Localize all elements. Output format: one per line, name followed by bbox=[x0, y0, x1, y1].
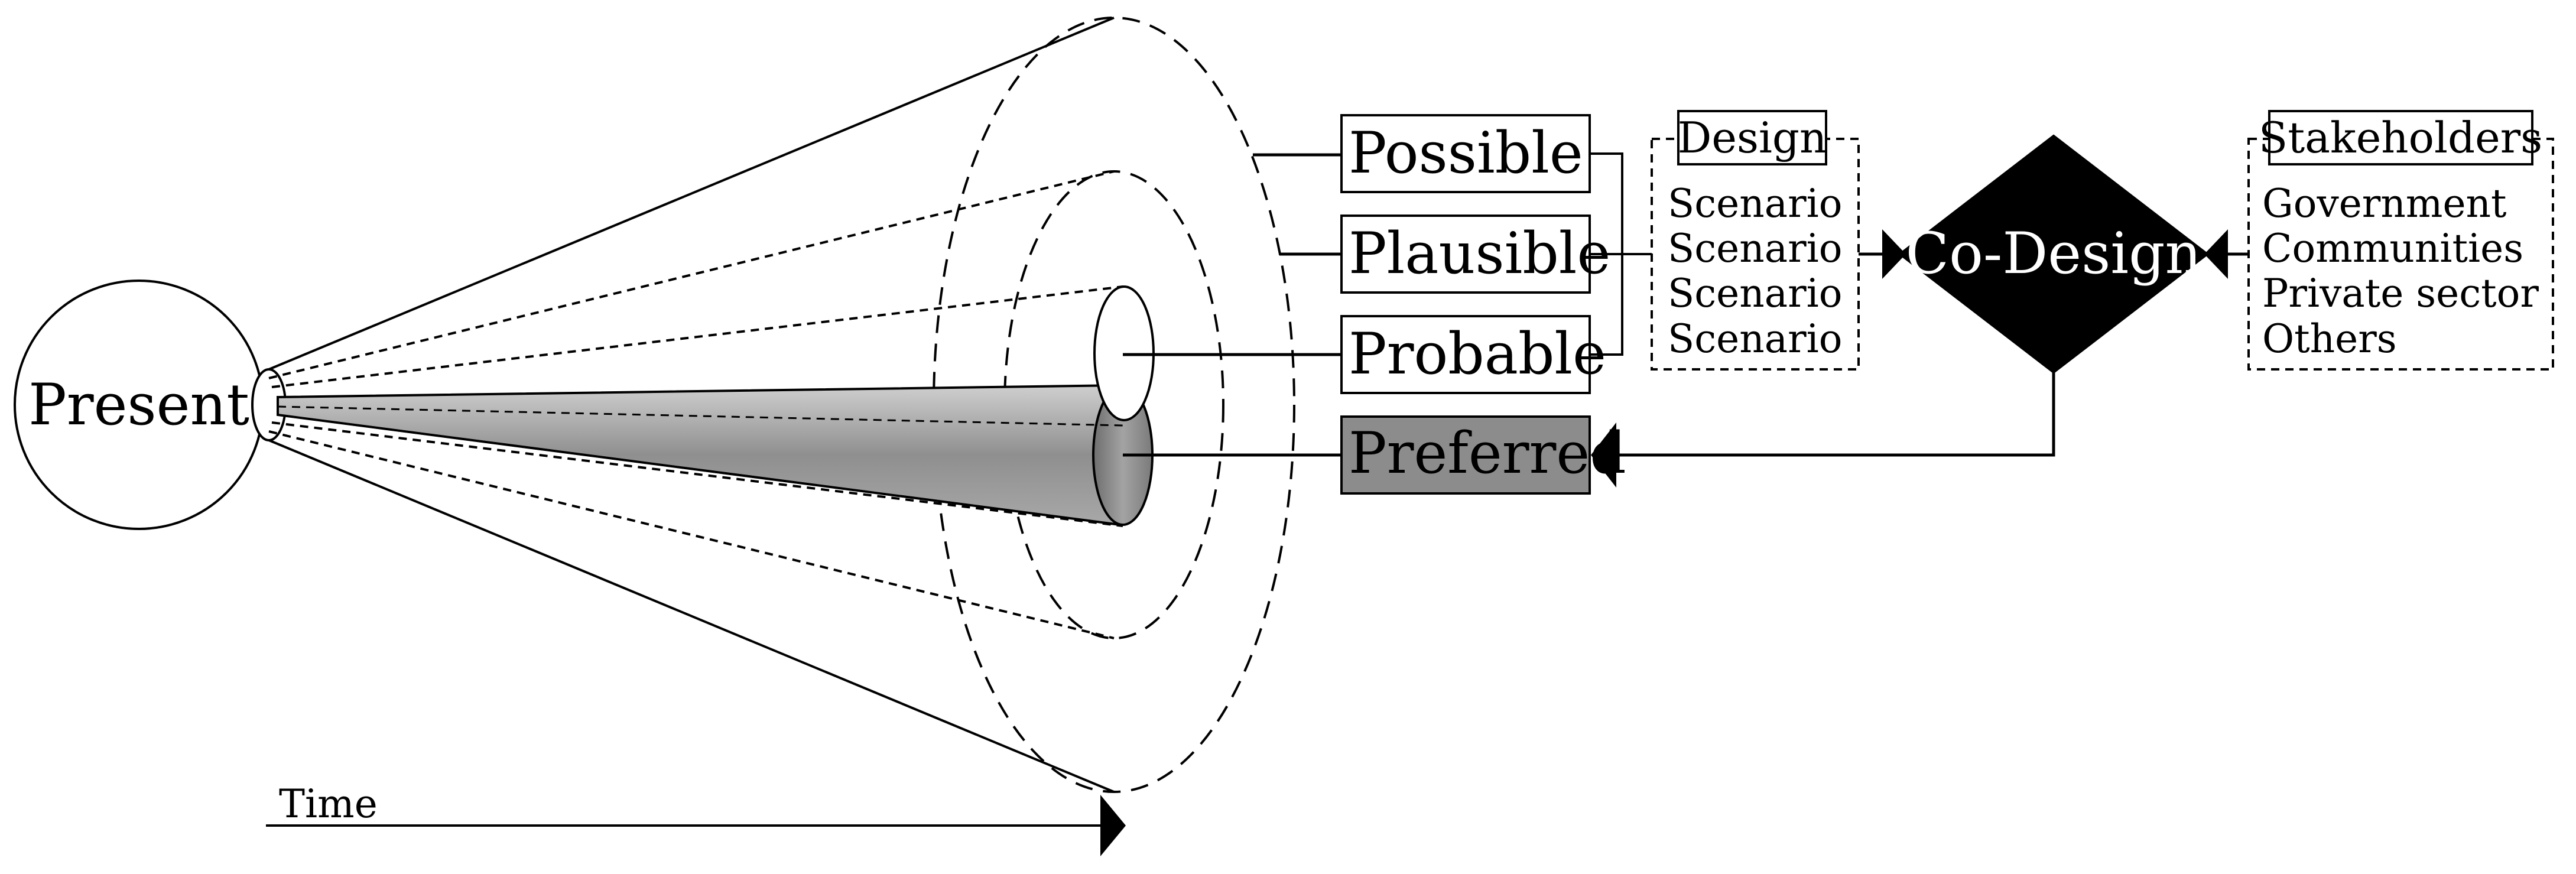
possible-cone-bottom-edge bbox=[268, 439, 1115, 793]
codesign-to-preferred-line bbox=[1607, 372, 2055, 457]
plausible-label: Plausible bbox=[1349, 220, 1610, 287]
plausible-cone-bottom-edge bbox=[268, 430, 1115, 639]
stakeholder-item: Others bbox=[2262, 316, 2397, 362]
stakeholder-item: Private sector bbox=[2262, 271, 2539, 316]
scenario-item: Scenario bbox=[1668, 271, 1843, 316]
plausible-cone-top-edge bbox=[268, 170, 1115, 379]
stakeholder-item: Communities bbox=[2262, 226, 2523, 271]
preferred-beam bbox=[277, 384, 1121, 527]
plausible-box bbox=[1340, 215, 1591, 294]
preferred-label: Preferred bbox=[1349, 420, 1626, 486]
stakeholder-item: Government bbox=[2262, 181, 2507, 226]
probable-cone-top-edge bbox=[271, 285, 1123, 388]
stakeholders-arrowhead bbox=[2204, 229, 2228, 279]
possible-box bbox=[1340, 114, 1591, 193]
time-label: Time bbox=[279, 781, 378, 827]
probable-label: Probable bbox=[1349, 321, 1606, 387]
design-title-box bbox=[1677, 110, 1827, 165]
present-label: Present bbox=[28, 372, 249, 438]
probable-box bbox=[1340, 315, 1591, 394]
possible-label: Possible bbox=[1349, 120, 1583, 186]
possible-cone-top-edge bbox=[268, 17, 1115, 371]
scenario-item: Scenario bbox=[1668, 316, 1843, 362]
stakeholders-title-box bbox=[2268, 110, 2533, 165]
time-arrowhead bbox=[1100, 795, 1126, 856]
stakeholders-group-box bbox=[2247, 138, 2554, 371]
codesign-label: Co-Design bbox=[1906, 220, 2202, 287]
design-arrowhead bbox=[1882, 229, 1906, 279]
design-title: Design bbox=[1678, 113, 1827, 163]
preferred-box bbox=[1340, 415, 1591, 495]
scenario-item: Scenario bbox=[1668, 181, 1843, 226]
probable-cone-bottom-edge bbox=[271, 421, 1123, 527]
stakeholders-title: Stakeholders bbox=[2259, 113, 2542, 163]
preferred-arrowhead bbox=[1591, 423, 1616, 488]
scenario-item: Scenario bbox=[1668, 226, 1843, 271]
